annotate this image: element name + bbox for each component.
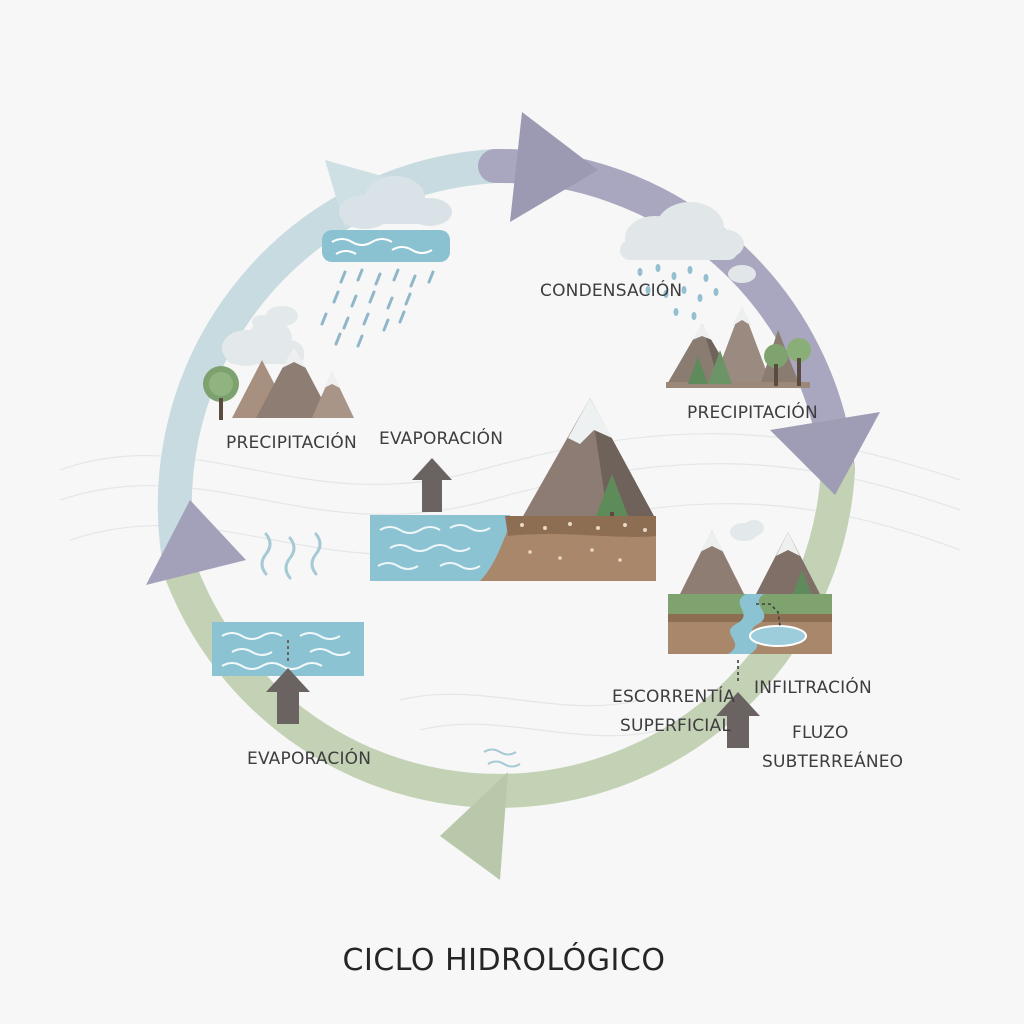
top-rain-cloud: [320, 176, 452, 348]
label-runoff-line1: ESCORRENTÍA: [612, 685, 735, 707]
cloud-icon: [252, 306, 298, 329]
up-arrow-icon: [412, 458, 452, 512]
cloud-icon: [222, 320, 304, 366]
label-groundwater-line2: SUBTERREÁNEO: [762, 750, 903, 772]
label-evaporation-center: EVAPORACIÓN: [379, 427, 503, 449]
label-infiltration: INFILTRACIÓN: [754, 676, 872, 698]
tree-icon: [792, 570, 812, 596]
arrowhead-bottom: [440, 772, 508, 880]
up-arrow-icon: [266, 668, 310, 724]
rain-drops: [320, 268, 435, 348]
wave-marks: [483, 748, 521, 768]
up-arrow-icon: [716, 692, 760, 748]
bottom-right-landscape: [668, 520, 832, 748]
condensation-cloud: [620, 202, 756, 320]
label-evaporation-bottom: EVAPORACIÓN: [247, 747, 371, 769]
label-precipitation-left: PRECIPITACIÓN: [226, 431, 357, 453]
arrowhead-right: [770, 412, 880, 495]
center-scene: [370, 398, 656, 581]
rain-drops: [637, 264, 719, 320]
left-clouds: [222, 306, 304, 366]
tree-icon: [203, 366, 239, 420]
cloud-icon: [730, 520, 764, 541]
steam-icon: [260, 532, 322, 580]
label-runoff-line2: SUPERFICIAL: [620, 716, 731, 736]
arrowhead-top-purple: [510, 112, 598, 222]
right-mountains: [666, 306, 811, 388]
cloud-icon: [339, 176, 452, 229]
label-groundwater-line1: FLUZO: [792, 723, 849, 743]
left-mountains: [203, 346, 354, 420]
arrowhead-left: [146, 500, 246, 585]
cloud-icon: [620, 202, 756, 283]
label-precipitation-right: PRECIPITACIÓN: [687, 401, 818, 423]
label-condensation: CONDENSACIÓN: [540, 279, 682, 301]
bottom-left-water: [212, 532, 364, 724]
tree-icon: [688, 338, 811, 386]
page-title: CICLO HIDROLÓGICO: [343, 941, 666, 978]
